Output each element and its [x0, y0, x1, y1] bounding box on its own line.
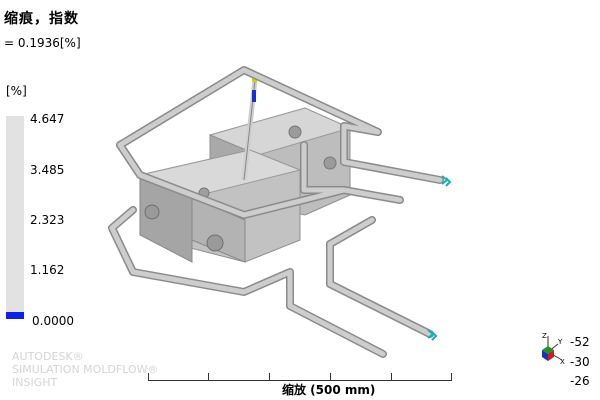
scale-tick — [269, 373, 270, 381]
scale-bar — [148, 373, 452, 381]
orientation-value: -26 — [570, 374, 590, 388]
autodesk-watermark: AUTODESK® SIMULATION MOLDFLOW® INSIGHT — [12, 350, 159, 389]
orientation-triad-icon[interactable]: Z Y X — [536, 330, 566, 364]
legend-min-swatch — [6, 312, 24, 319]
legend-tick: 4.647 — [30, 112, 65, 126]
orientation-value: -30 — [570, 355, 590, 369]
scale-tick — [208, 373, 209, 381]
triad-z-label: Z — [542, 332, 547, 340]
coolant-inlet-icon — [427, 175, 452, 341]
legend-unit: [%] — [6, 84, 27, 98]
legend-tick: 1.162 — [30, 263, 65, 277]
legend-tick: 3.485 — [30, 163, 65, 177]
watermark-line: AUTODESK® — [12, 350, 84, 363]
scale-tick — [391, 373, 392, 381]
triad-y-label: Y — [557, 338, 563, 346]
result-title: 缩痕，指数 — [4, 11, 79, 27]
watermark-line: INSIGHT — [12, 376, 58, 389]
triad-x-label: X — [560, 358, 565, 364]
legend-color-bar — [6, 116, 24, 312]
scale-tick — [330, 373, 331, 381]
scale-tick — [148, 373, 149, 381]
legend-tick: 2.323 — [30, 213, 65, 227]
scale-tick — [451, 373, 452, 381]
orientation-value: -52 — [570, 335, 590, 349]
scale-label: 缩放 (500 mm) — [282, 383, 376, 397]
watermark-line: SIMULATION MOLDFLOW® — [12, 363, 159, 376]
legend-tick: 0.0000 — [32, 314, 74, 328]
result-value: = 0.1936[%] — [4, 36, 81, 50]
